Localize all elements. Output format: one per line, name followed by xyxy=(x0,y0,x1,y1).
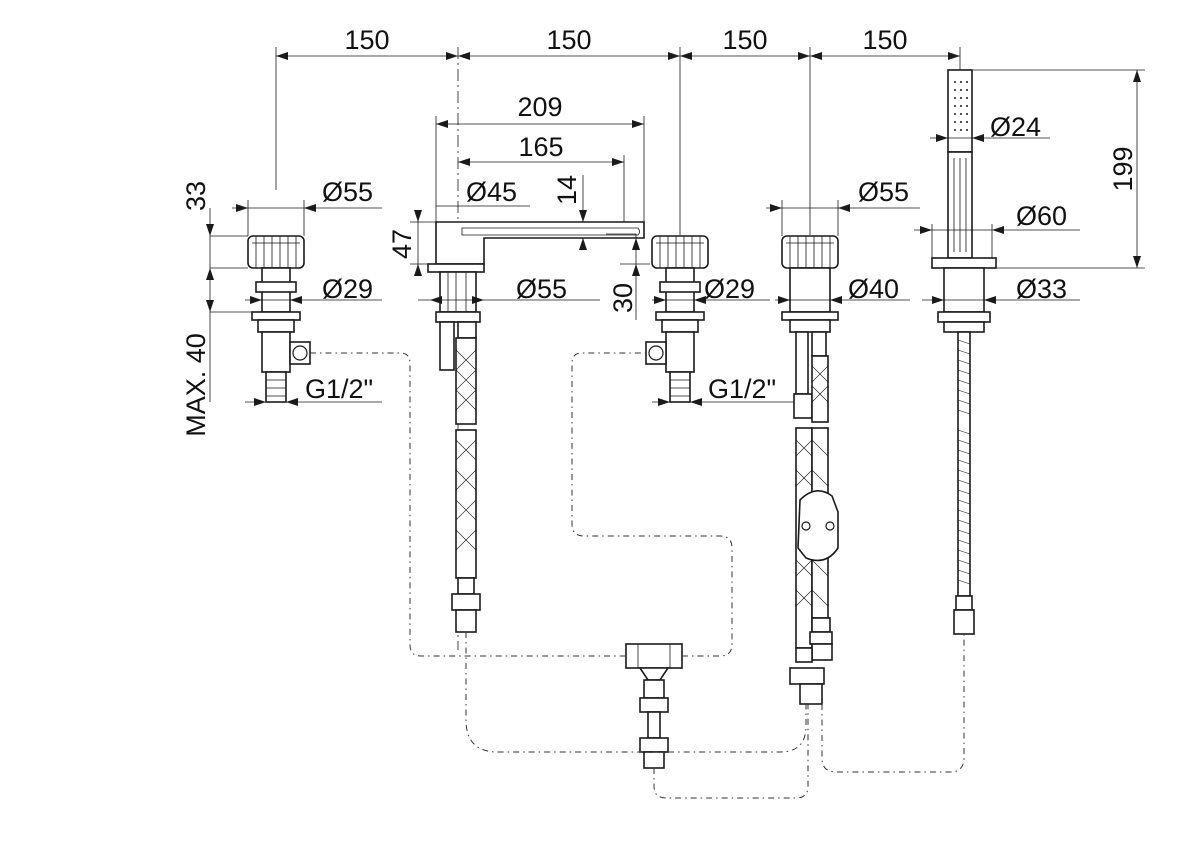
right-body-diameter-label: Ø29 xyxy=(704,274,755,304)
shower-height-label: 199 xyxy=(1108,146,1138,191)
dim-150-c: 150 xyxy=(722,25,767,55)
left-max-depth-label: MAX. 40 xyxy=(181,333,211,437)
spout-base-diameter-label: Ø55 xyxy=(516,274,567,304)
top-dimension-chain: 150 150 150 150 xyxy=(275,25,961,235)
left-valve: 33 Ø55 Ø29 MAX. 40 G1/2" xyxy=(181,177,382,437)
spout-height-label: 47 xyxy=(387,229,417,259)
right-thread-label: G1/2" xyxy=(708,374,776,404)
spout: 209 165 Ø45 14 47 xyxy=(387,92,650,633)
spout-diameter-label: Ø45 xyxy=(466,177,517,207)
spout-reach-inner-label: 165 xyxy=(518,132,563,162)
left-handle-height-label: 33 xyxy=(181,181,211,211)
spout-underside-label: 30 xyxy=(608,283,638,313)
spout-reach-outer-label: 209 xyxy=(517,92,562,122)
diverter-handle-diameter-label: Ø55 xyxy=(858,177,909,207)
shower-holder-diameter-label: Ø60 xyxy=(1016,201,1067,231)
spout-drop-label: 14 xyxy=(552,175,582,205)
left-handle-diameter-label: Ø55 xyxy=(322,177,373,207)
diverter-body-diameter-label: Ø40 xyxy=(848,274,899,304)
diverter: Ø55 Ø40 xyxy=(766,177,920,705)
hand-shower: 199 Ø24 Ø60 xyxy=(914,69,1145,635)
right-valve: Ø29 G1/2" xyxy=(645,235,800,406)
tee-fitting xyxy=(625,643,683,769)
dim-150-b: 150 xyxy=(546,25,591,55)
dim-150-d: 150 xyxy=(862,25,907,55)
shower-body-diameter-label: Ø33 xyxy=(1016,274,1067,304)
left-thread-label: G1/2" xyxy=(305,374,373,404)
shower-handle-diameter-label: Ø24 xyxy=(990,112,1041,142)
connection-paths xyxy=(310,352,965,799)
dim-150-a: 150 xyxy=(344,25,389,55)
left-body-diameter-label: Ø29 xyxy=(322,274,373,304)
